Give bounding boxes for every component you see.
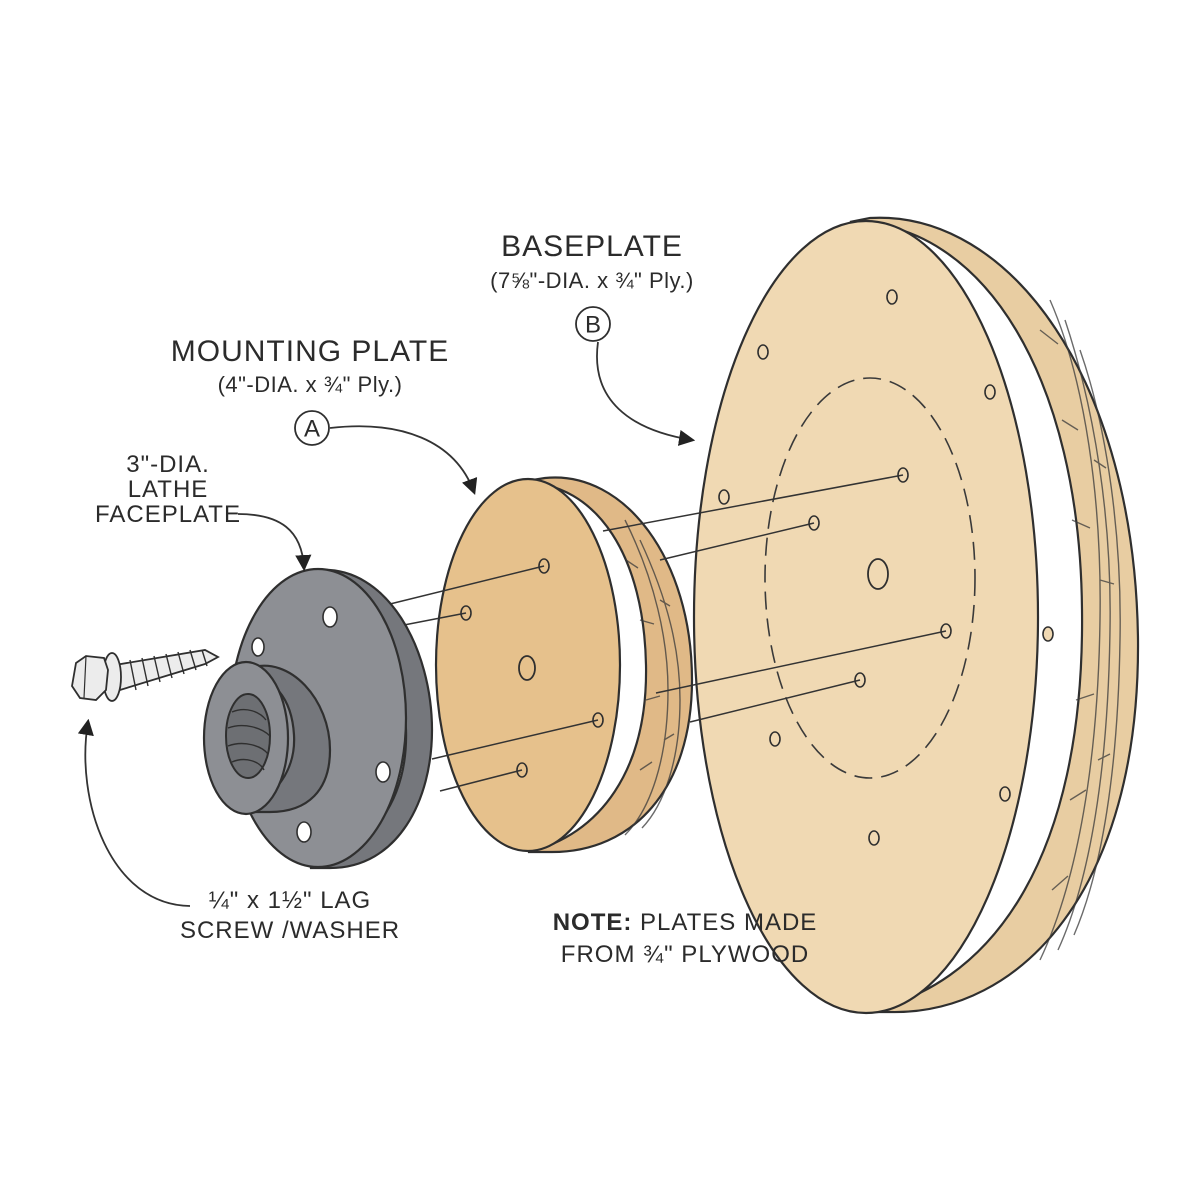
lag-screw-part	[71, 649, 220, 702]
mounting-plate-badge-circle	[294, 410, 330, 446]
alignment-lines	[389, 474, 947, 792]
note-line2: FROM ¾" PLYWOOD	[561, 941, 809, 968]
mounting-plate-edge	[519, 476, 694, 854]
mounting-plate-title: MOUNTING PLATE	[171, 335, 449, 368]
faceplate-label-line3: FACEPLATE	[95, 501, 241, 528]
leader-mounting-plate	[329, 425, 478, 496]
leader-lag-screw	[77, 718, 191, 907]
note-bold: NOTE:	[553, 909, 633, 936]
faceplate-label: 3"-DIA. LATHE FACEPLATE	[95, 451, 241, 528]
baseplate-badge-circle	[575, 306, 611, 342]
mounting-plate-spec: (4"-DIA. x ¾" Ply.)	[218, 372, 403, 397]
leader-lines	[77, 341, 696, 907]
baseplate-title: BASEPLATE	[501, 230, 683, 263]
baseplate-part	[692, 216, 1140, 1015]
note-label: NOTE: PLATES MADE FROM ¾" PLYWOOD	[553, 909, 818, 968]
baseplate-badge: B	[585, 312, 601, 339]
lag-screw-label: ¼" x 1½" LAG SCREW /WASHER	[180, 887, 400, 944]
lag-screw-head	[71, 655, 109, 701]
lag-screw-threads	[129, 649, 208, 691]
mounting-plate-label: MOUNTING PLATE (4"-DIA. x ¾" Ply.) A	[171, 335, 449, 446]
baseplate-dashed-circle	[764, 377, 976, 779]
baseplate-spec: (7⅝"-DIA. x ¾" Ply.)	[490, 268, 694, 293]
baseplate-ply-texture	[1039, 299, 1121, 961]
mounting-plate-part	[434, 476, 694, 854]
mounting-plate-center-hole	[518, 655, 536, 681]
faceplate-holes	[251, 606, 391, 843]
faceplate-hub-bore	[225, 693, 271, 779]
faceplate-thread-lines	[227, 708, 271, 771]
mounting-plate-ply-texture	[624, 519, 681, 836]
lathe-faceplate-part	[202, 567, 434, 870]
baseplate-face	[692, 219, 1040, 1015]
baseplate-label: BASEPLATE (7⅝"-DIA. x ¾" Ply.) B	[490, 230, 694, 342]
baseplate-center-hole	[867, 558, 889, 590]
mounting-plate-badge: A	[304, 416, 320, 443]
note-line1-text: PLATES MADE	[632, 909, 817, 936]
faceplate-label-line1: 3"-DIA.	[126, 451, 210, 478]
note-line1: NOTE: PLATES MADE	[553, 909, 818, 936]
baseplate-outer-holes	[718, 289, 1054, 846]
lag-screw-label-line2: SCREW /WASHER	[180, 917, 400, 944]
faceplate-label-line2: LATHE	[128, 476, 209, 503]
leader-baseplate	[596, 341, 696, 446]
lag-screw-label-line1: ¼" x 1½" LAG	[209, 887, 371, 914]
faceplate-hub-body	[237, 664, 332, 814]
leader-faceplate	[237, 513, 312, 572]
